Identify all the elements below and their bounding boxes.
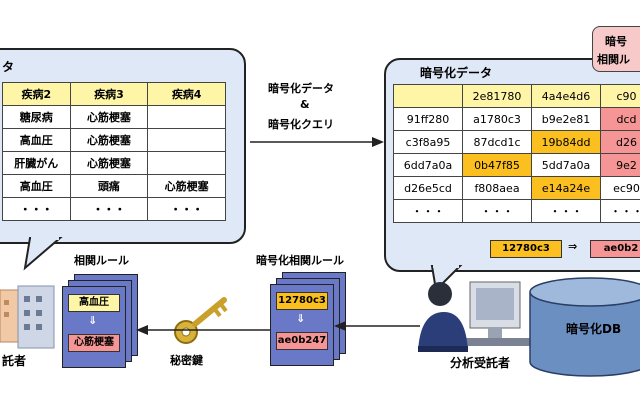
ampersand-label: & [300,98,310,111]
table-cell: e14a24e [531,176,601,200]
header-cell: 疾病3 [69,82,149,106]
table-cell: 高血圧 [2,174,71,198]
table-cell: ・・・ [2,197,71,221]
enc-rule-to: ae0b247 [276,332,328,350]
table-cell: 5dd7a0a [531,153,601,177]
table-cell: 高血圧 [2,128,71,152]
encrypted-table: 2e81780 4a4e4d6 c90 91ff280 a1780c3 b9e2… [393,84,640,223]
table-cell: d26 [600,130,640,154]
secret-key-label: 秘密鍵 [170,354,203,367]
table-cell: d26e5cd [393,176,463,200]
table-cell: ・・・ [600,199,640,223]
plaintext-table: 疾病2 疾病3 疾病4 糖尿病 心筋梗塞 高血圧 心筋梗塞 肝臓がん 心筋梗塞 … [2,82,226,221]
table-cell: ec90 [600,176,640,200]
table-cell [393,84,463,108]
encrypted-correlation-rule-label: 暗号化相関ルール [256,254,344,267]
corner-label-line2: 相関ル [597,53,630,66]
table-row: ・・・ ・・・ ・・・ ・・・ [393,199,640,223]
encrypted-data-title: 暗号化データ [420,66,493,80]
table-cell: c3f8a95 [393,130,463,154]
table-row: ・・・ ・・・ ・・・ [2,197,226,221]
table-cell: 心筋梗塞 [69,151,149,175]
analyst-label: 分析受託者 [450,356,511,370]
table-row: 高血圧 頭痛 心筋梗塞 [2,174,226,198]
correlation-rule-from: 高血圧 [68,294,120,312]
plaintext-header-row: 疾病2 疾病3 疾病4 [2,82,226,106]
table-cell: ・・・ [531,199,601,223]
table-cell: dcd [600,107,640,131]
encrypted-db-label: 暗号化DB [566,322,622,336]
table-row: 糖尿病 心筋梗塞 [2,105,226,129]
table-cell [147,105,226,129]
enc-rule-arrow: ⇓ [296,312,306,325]
table-cell: ・・・ [393,199,463,223]
table-cell: b9e2e81 [531,107,601,131]
table-row: 91ff280 a1780c3 b9e2e81 dcd [393,107,640,131]
table-cell: a1780c3 [462,107,532,131]
table-cell: 2e81780 [462,84,532,108]
table-cell: 87dcd1c [462,130,532,154]
table-row: 高血圧 心筋梗塞 [2,128,226,152]
table-row: 6dd7a0a 0b47f85 5dd7a0a 9e2 [393,153,640,177]
table-cell: 心筋梗塞 [69,128,149,152]
correlation-rule-arrow: ⇓ [88,314,98,327]
table-cell: 心筋梗塞 [69,105,149,129]
table-cell: 9e2 [600,153,640,177]
table-cell: ・・・ [462,199,532,223]
table-row: 肝臓がん 心筋梗塞 [2,151,226,175]
encrypted-rule-from: 12780c3 [490,240,562,258]
table-cell: 4a4e4d6 [531,84,601,108]
correlation-rule-to: 心筋梗塞 [68,334,120,352]
consigner-label: 託者 [2,354,27,368]
table-cell: 心筋梗塞 [147,174,226,198]
table-cell [147,128,226,152]
table-cell: 0b47f85 [462,153,532,177]
table-row: 2e81780 4a4e4d6 c90 [393,84,640,108]
table-cell: 頭痛 [69,174,149,198]
table-cell: ・・・ [69,197,149,221]
table-row: c3f8a95 87dcd1c 19b84dd d26 [393,130,640,154]
correlation-rule-label: 相関ルール [74,254,129,267]
header-cell: 疾病4 [147,82,226,106]
table-cell: ・・・ [147,197,226,221]
encrypted-rule-arrow: ⇒ [568,240,578,253]
encrypted-rule-corner-box: 暗号 相関ル [592,26,640,72]
enc-rule-from: 12780c3 [276,292,328,310]
table-row: d26e5cd f808aea e14a24e ec90 [393,176,640,200]
table-cell: f808aea [462,176,532,200]
encrypted-query-label: 暗号化クエリ [268,118,334,131]
corner-label-line1: 暗号 [605,35,627,48]
encrypted-rule-to: ae0b2 [590,240,640,258]
table-cell [147,151,226,175]
encrypted-data-label: 暗号化データ [268,82,334,95]
table-cell: 糖尿病 [2,105,71,129]
plaintext-data-title: タ [2,60,15,74]
